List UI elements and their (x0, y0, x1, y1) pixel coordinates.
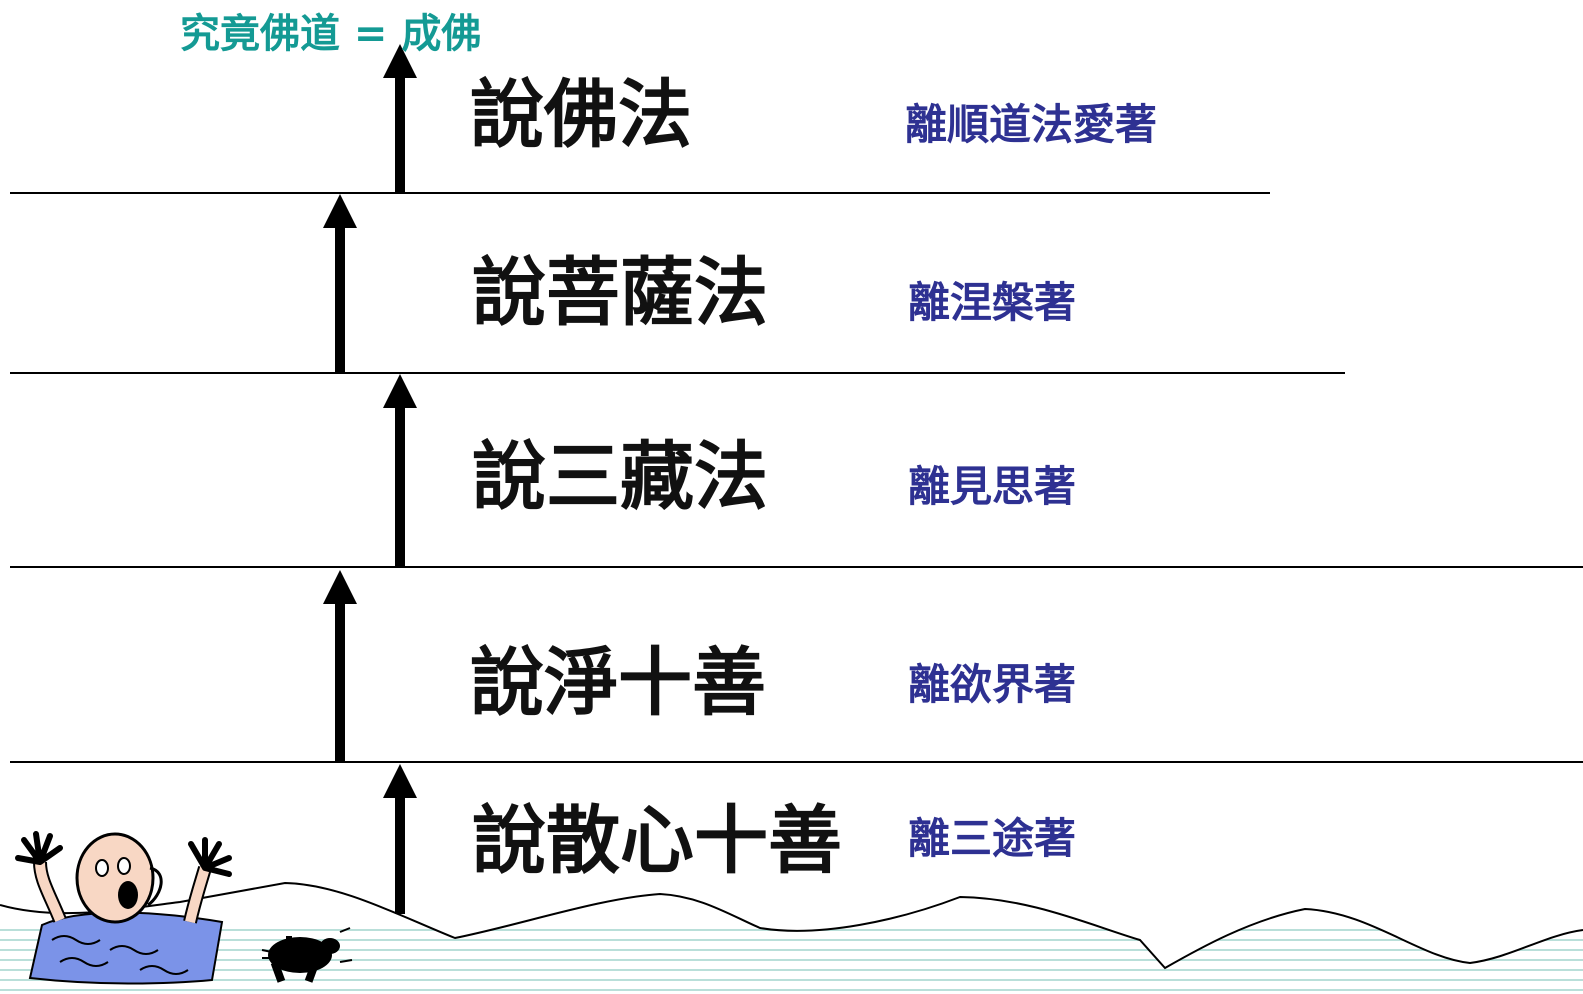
level-note-tripitaka: 離見思著 (908, 462, 1077, 511)
level-title-buddha: 說佛法 (470, 72, 692, 158)
up-arrow-icon (383, 44, 417, 193)
level-note-scattered-ten-good: 離三途著 (908, 814, 1077, 863)
level-title-scattered-ten-good: 說散心十善 (472, 798, 842, 884)
up-arrow-icon (323, 194, 357, 373)
level-title-bodhisattva: 說菩薩法 (472, 250, 768, 336)
drowning-person-icon (15, 831, 232, 985)
level-title-tripitaka: 說三藏法 (472, 434, 768, 520)
up-arrow-icon (383, 764, 417, 914)
level-note-bodhisattva: 離涅槃著 (908, 278, 1077, 327)
up-arrow-icon (323, 570, 357, 762)
level-note-pure-ten-good: 離欲界著 (908, 660, 1077, 709)
turtle-icon (261, 927, 353, 983)
level-title-pure-ten-good: 說淨十善 (470, 640, 766, 726)
ultimate-goal-label: 究竟佛道 = 成佛 (180, 11, 482, 57)
up-arrow-icon (383, 374, 417, 567)
sea-waves-icon (0, 881, 1583, 991)
level-note-buddha: 離順道法愛著 (905, 100, 1158, 149)
